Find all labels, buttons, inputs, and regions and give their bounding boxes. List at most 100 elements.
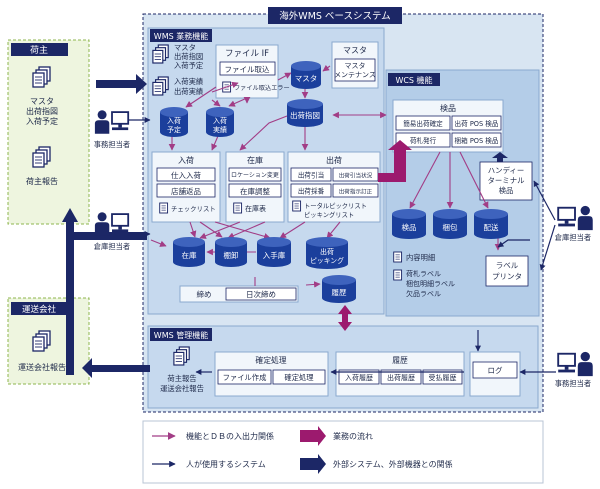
- db-stock: 在庫: [173, 237, 205, 267]
- handy-line-2: ターミナル: [488, 176, 526, 185]
- arrival-section: 入荷 仕入入荷 店舗返品 チェックリスト: [151, 151, 221, 223]
- mgmt-report-stack-icon: [173, 346, 190, 366]
- confirm-title: 確定処理: [255, 355, 286, 365]
- file-if-title: ファイル IF: [225, 49, 269, 59]
- label-printer-box: ラベル プリンタ: [485, 255, 529, 287]
- legend-external-label: 外部システム、外部機器との関係: [333, 459, 453, 469]
- system-title-bar: [268, 7, 402, 24]
- daily-closing-button: [225, 287, 297, 301]
- stock-list-doc-icon: [233, 202, 243, 214]
- location-change-label: ロケーション変更: [231, 171, 279, 179]
- transport-box: 運送会社 運送会社報告: [7, 297, 90, 385]
- legend-func-db-label: 機能とＤＢの入出力関係: [186, 431, 274, 441]
- file-import-button: [219, 61, 276, 76]
- db-master-label: マスタ: [295, 74, 318, 83]
- db-shelf-label: 棚卸: [224, 250, 239, 260]
- legend: 機能とＤＢの入出力関係 業務の流れ 人が使用するシステム 外部システム、外部機器…: [142, 420, 544, 484]
- office-staff-right-label: 事務担当者: [555, 379, 591, 388]
- transport-title: 運送会社: [22, 304, 57, 315]
- file-create-label: ファイル作成: [223, 373, 267, 382]
- handy-up-arrow: [492, 152, 508, 162]
- shipper-doc-line-3: 入荷予定: [26, 116, 58, 126]
- location-change-button: [228, 167, 282, 182]
- content-detail-doc-icon: [393, 251, 403, 263]
- handy-line-3: 検品: [499, 186, 514, 195]
- db-arrival-result: 入荷 実績: [206, 107, 234, 137]
- inspection-box: 検品 簡易出荷確定 出荷 POS 検品 荷札発行 梱箱 POS 検品: [392, 99, 504, 153]
- ops-results-doc-icon: [152, 76, 169, 96]
- confirm-process-button: [272, 369, 326, 385]
- func-db-arrows: [150, 64, 502, 288]
- office-staff-left-icon: [94, 109, 130, 135]
- shipper-box: 荷主 マスタ 出荷指図 入荷予定 荷主報告: [7, 39, 90, 225]
- db-wcs-packing: 梱包: [433, 209, 467, 239]
- arrival-purchase-label: 仕入入荷: [171, 170, 201, 180]
- ship-correction-button: [332, 183, 379, 198]
- simple-ship-confirm-button: [395, 115, 451, 131]
- master-title: マスタ: [343, 46, 367, 55]
- wms-mgmt-title: WMS 管理機能: [154, 330, 208, 340]
- transport-doc-label: 運送会社報告: [18, 362, 66, 372]
- checklist-doc-icon: [159, 202, 169, 214]
- ship-allocate-button: [290, 167, 332, 182]
- db-wcs-packing-label: 梱包: [443, 222, 458, 232]
- arrival-return-label: 店舗返品: [171, 186, 201, 196]
- file-import-label: ファイル取込: [225, 65, 270, 74]
- legend-business-flow-label: 業務の流れ: [333, 431, 373, 441]
- person-arrows: [128, 117, 556, 375]
- printer-line-2: プリンタ: [492, 272, 522, 281]
- stock-adjust-label: 在庫調整: [240, 186, 270, 196]
- db-shelf: 棚卸: [215, 237, 247, 267]
- db-cylinders: マスタ 出荷指図 入荷 予定 入荷 実績 在庫: [160, 61, 508, 303]
- wms-ops-title: WMS 業務機能: [154, 31, 208, 41]
- db-in-out-label: 入手庫: [263, 250, 286, 260]
- legend-business-flow-swatch: [300, 426, 326, 446]
- shipper-report-label: 荷主報告: [26, 176, 58, 186]
- master-box: マスタ マスタ メンテナンス: [331, 41, 379, 89]
- tag-issue-label: 荷札発行: [410, 136, 437, 145]
- stock-title: 在庫: [247, 155, 263, 165]
- transport-doc-stack-icon: [32, 330, 51, 352]
- mgmt-report-line-1: 荷主報告: [167, 374, 196, 383]
- db-ship-picking: 出荷 ピッキング: [306, 237, 348, 269]
- closing-bar: 締め 日次締め: [179, 285, 299, 303]
- shortage-label: 欠品ラベル: [406, 289, 441, 298]
- db-history-label: 履歴: [332, 288, 347, 297]
- office-staff-left-label: 事務担当者: [94, 140, 130, 149]
- receipt-history-label: 受払履歴: [429, 373, 457, 382]
- daily-closing-label: 日次締め: [246, 289, 276, 299]
- db-ship-picking-line-2: ピッキング: [310, 256, 344, 265]
- warehouse-staff-right-label: 倉庫担当者: [555, 233, 591, 242]
- history-title: 履歴: [392, 356, 408, 365]
- people: 事務担当者 倉庫担当者 倉庫担当者 事務担当者: [94, 109, 594, 388]
- arrival-history-label: 入荷履歴: [345, 373, 373, 382]
- pick-list-doc-icon: [292, 200, 302, 212]
- db-master: マスタ: [291, 61, 321, 89]
- ops-master-doc-icon: [152, 44, 169, 64]
- log-label: ログ: [488, 365, 503, 375]
- master-maint-line-1: マスタ: [345, 61, 366, 70]
- picking-list-label: ピッキングリスト: [304, 210, 354, 219]
- total-pick-list-label: トータルピックリスト: [304, 201, 367, 210]
- handy-terminal-box: ハンディー ターミナル 検品: [479, 161, 533, 201]
- inspection-title: 検品: [440, 103, 456, 113]
- ship-allocate-status-label: 出荷引当状況: [339, 172, 373, 180]
- ship-numbering-button: [290, 183, 332, 198]
- db-arrival-result-line-1: 入荷: [213, 116, 227, 125]
- office-staff-right-icon: [557, 350, 594, 378]
- closing-label: 締め: [197, 289, 212, 299]
- ship-correction-label: 出荷指示訂正: [339, 188, 373, 196]
- tag-issue-button: [395, 132, 451, 148]
- mgmt-report: 荷主報告 運送会社報告: [160, 346, 204, 393]
- arrival-history-button: [338, 369, 380, 385]
- db-arrival-result-line-2: 実績: [213, 125, 227, 134]
- db-wcs-inspection: 検品: [392, 209, 426, 239]
- legend-external-swatch: [300, 454, 326, 474]
- db-history: 履歴: [322, 275, 356, 303]
- file-error-label: ファイル取込エラー: [234, 84, 290, 92]
- ship-pos-inspection-label: 出荷 POS 検品: [455, 119, 499, 128]
- ship-numbering-label: 出荷採番: [298, 187, 325, 196]
- wcs-title: WCS 機能: [395, 75, 432, 85]
